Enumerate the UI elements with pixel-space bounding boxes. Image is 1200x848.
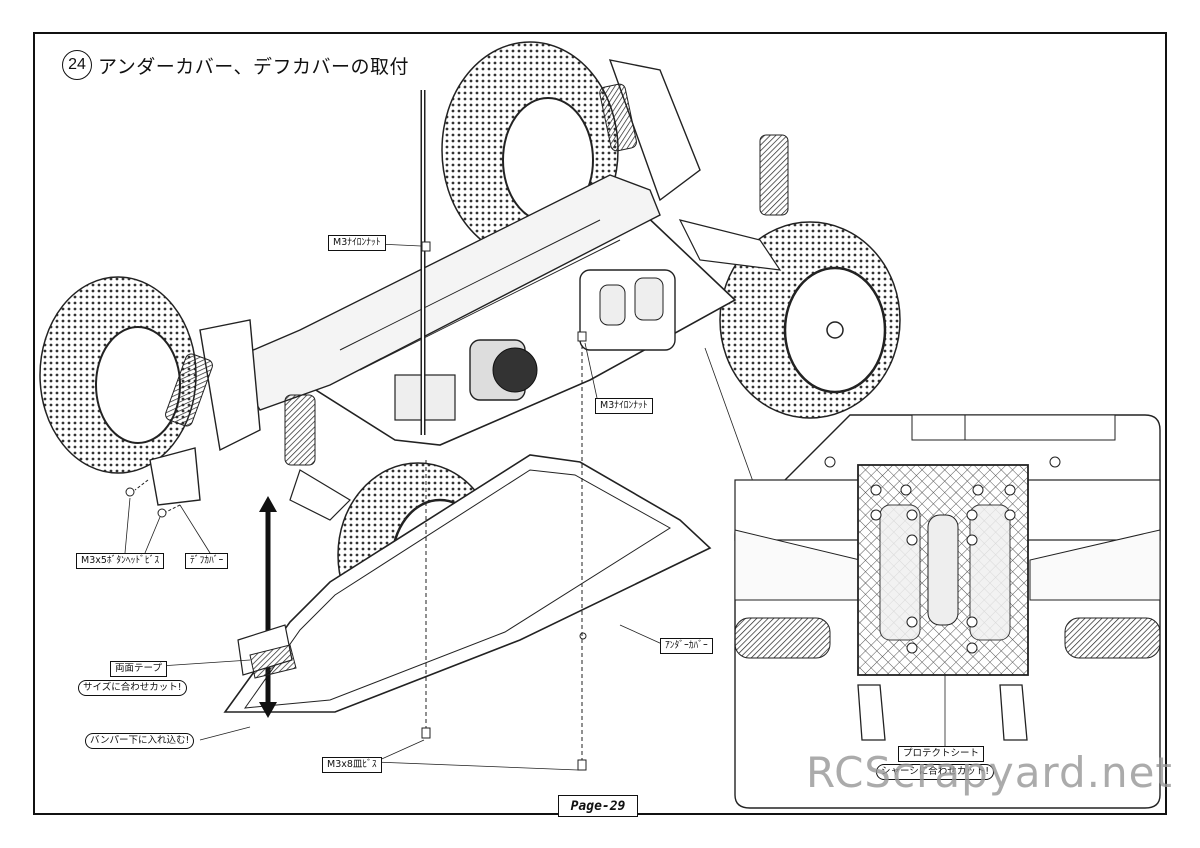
step-number: 24: [62, 50, 92, 80]
double-sided-tape-part: [237, 624, 297, 679]
protect-sheet-inset: [734, 414, 1161, 809]
label-cut-to-chassis: シャーシに合わせカット!: [876, 764, 995, 780]
diff-cover-part: [125, 447, 201, 518]
label-diff-cover: ﾃﾞﾌｶﾊﾞｰ: [185, 553, 229, 569]
wheel-front-right: [719, 221, 901, 419]
label-m3x8-flat-screw: M3x8皿ﾋﾞｽ: [322, 757, 382, 773]
label-m3-nylon-nut-top: M3ﾅｲﾛﾝﾅｯﾄ: [328, 235, 386, 251]
screw-lines: [421, 241, 587, 771]
wheel-rear-left: [39, 276, 197, 474]
leader-lines: [124, 243, 766, 771]
label-under-cover: ｱﾝﾀﾞｰｶﾊﾞｰ: [660, 638, 713, 654]
label-m3x5-button-screw: M3x5ﾎﾞﾀﾝﾍｯﾄﾞﾋﾞｽ: [76, 553, 165, 569]
label-double-sided-tape: 両面テープ: [110, 661, 167, 677]
page-number: Page-29: [558, 795, 638, 817]
under-cover-part: [223, 454, 712, 713]
label-cut-to-size: サイズに合わせカット!: [78, 680, 187, 696]
label-tuck-under-bumper: バンパー下に入れ込む!: [85, 733, 195, 749]
step-title: アンダーカバー、デフカバーの取付: [98, 55, 410, 78]
label-protect-sheet: プロテクトシート: [898, 746, 985, 762]
step-header: 24 アンダーカバー、デフカバーの取付: [62, 50, 409, 80]
chassis: [165, 59, 789, 521]
label-m3-nylon-nut-mid: M3ﾅｲﾛﾝﾅｯﾄ: [595, 398, 653, 414]
watermark: RCScrapyard.net: [806, 748, 1173, 797]
